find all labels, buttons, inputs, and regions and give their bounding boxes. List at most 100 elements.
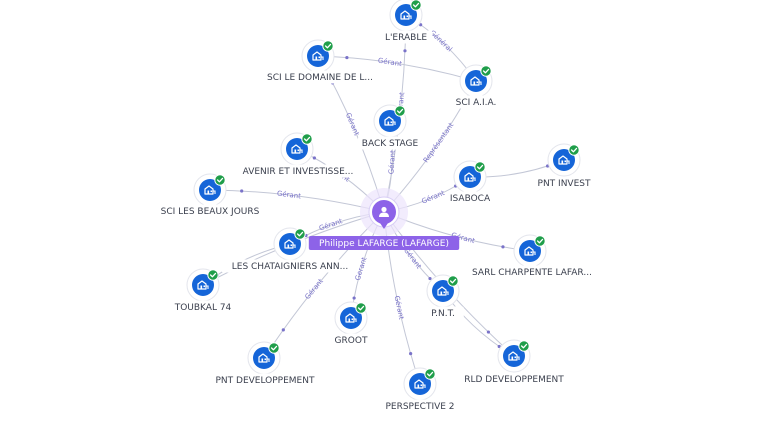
company-icon [437,286,449,296]
edge-arrow [352,296,356,300]
edge-arrow [240,189,244,193]
company-icon [197,280,209,290]
company-node-disc [307,45,329,67]
edge-arrow [428,276,432,281]
edge-label: Gérant [387,150,397,175]
verified-check-icon [214,174,226,186]
company-node-disc [553,149,575,171]
company-node-disc [279,233,301,255]
company-icon [258,353,270,363]
company-node-pntinvest[interactable]: PNT INVEST [532,143,596,190]
node-label: LES CHATAIGNIERS ANN... [221,259,359,273]
edge-aia-domaine: Gérant [317,55,477,82]
company-node-disc [192,274,214,296]
edge-label: Gérant [377,57,402,69]
center-node[interactable]: Philippe LAFARGE (LAFARGE) [308,188,460,250]
company-icon [524,246,536,256]
node-label-text: SCI LE DOMAINE DE L... [267,73,373,83]
person-icon [379,206,389,217]
company-icon [345,313,357,323]
company-icon [414,379,426,389]
company-icon [204,185,216,195]
edge-arrow [403,49,407,53]
pin-tip [380,223,388,229]
company-node-erable[interactable]: L'ERABLE [379,0,433,44]
company-node-pnt[interactable]: P.N.T. [422,274,464,320]
node-label: P.N.T. [422,306,464,320]
edge-label: Représentant [422,121,456,164]
verified-check-icon [410,0,422,11]
edge-arrow [501,245,505,249]
edge-label: Gérant [276,190,301,201]
verified-check-icon [480,65,492,77]
node-label-text: P.N.T. [431,309,455,319]
node-label-text: GROOT [335,336,368,346]
nodes-layer: L'ERABLE SCI LE DOMAINE DE L... SCI A.I.A.… [152,0,601,413]
verified-check-icon [518,340,530,352]
node-label: SCI LES BEAUX JOURS [152,204,268,218]
verified-check-icon [568,144,580,156]
edge-label: Gérant [318,217,344,232]
company-node-avenir[interactable]: AVENIR ET INVESTISSE... [229,132,367,178]
edge-label: Gérant [420,189,446,206]
company-icon [470,76,482,86]
node-label-text: TOUBKAL 74 [174,303,232,313]
node-label-text: L'ERABLE [385,33,427,43]
verified-check-icon [394,105,406,117]
node-label-text: AVENIR ET INVESTISSE... [243,167,354,177]
company-icon [464,172,476,182]
node-label: PNT INVEST [532,176,596,190]
verified-check-icon [322,40,334,52]
company-node-isaboca[interactable]: ISABOCA [446,160,494,205]
company-node-pntdev[interactable]: PNT DEVELOPPEMENT [213,341,317,387]
center-label: Philippe LAFARGE (LAFARGE) [308,236,460,250]
company-node-disc [459,166,481,188]
node-label: TOUBKAL 74 [171,300,235,314]
node-label: PERSPECTIVE 2 [379,399,461,413]
node-label-text: SCI LES BEAUX JOURS [161,207,260,217]
company-node-disc [340,307,362,329]
node-label: SCI A.I.A. [444,95,508,109]
company-node-backstage[interactable]: BACK STAGE [358,104,422,150]
company-node-disc [432,280,454,302]
verified-check-icon [268,342,280,354]
edge-label: Gérant [396,92,407,117]
center-label-text: Philippe LAFARGE (LAFARGE) [319,239,449,249]
company-node-disc [503,345,525,367]
company-icon [284,239,296,249]
company-node-sarl[interactable]: SARL CHARPENTE LAFAR... [463,234,601,279]
node-label: BACK STAGE [358,136,422,150]
verified-check-icon [534,235,546,247]
node-label-text: PNT DEVELOPPEMENT [216,376,315,386]
company-node-disc [519,240,541,262]
company-node-rld[interactable]: RLD DEVELOPPEMENT [462,339,566,386]
company-node-disc [409,373,431,395]
node-label-text: RLD DEVELOPPEMENT [464,375,564,385]
edge-arrow [281,328,285,332]
verified-check-icon [447,275,459,287]
node-label: GROOT [333,333,369,347]
company-node-perspective[interactable]: PERSPECTIVE 2 [379,367,461,413]
company-node-disc [253,347,275,369]
node-label: AVENIR ET INVESTISSE... [229,164,367,178]
node-label: ISABOCA [446,191,494,205]
company-icon [400,10,412,20]
company-node-domaine[interactable]: SCI LE DOMAINE DE L... [254,39,386,84]
verified-check-icon [474,161,486,173]
node-label-text: PNT INVEST [538,179,591,189]
company-node-disc [379,110,401,132]
company-node-disc [286,138,308,160]
company-node-groot[interactable]: GROOT [333,301,369,347]
node-label-text: LES CHATAIGNIERS ANN... [232,262,348,272]
company-node-disc [465,70,487,92]
company-node-aia[interactable]: SCI A.I.A. [444,64,508,109]
company-node-toubkal[interactable]: TOUBKAL 74 [171,268,235,314]
node-label: PNT DEVELOPPEMENT [213,373,317,387]
node-label-text: SARL CHARPENTE LAFAR... [472,268,592,278]
edge-arrow [409,352,413,356]
company-node-chataigniers[interactable]: LES CHATAIGNIERS ANN... [221,227,359,273]
company-node-beauxjours[interactable]: SCI LES BEAUX JOURS [152,173,268,218]
company-icon [384,116,396,126]
node-label: SARL CHARPENTE LAFAR... [463,265,601,279]
